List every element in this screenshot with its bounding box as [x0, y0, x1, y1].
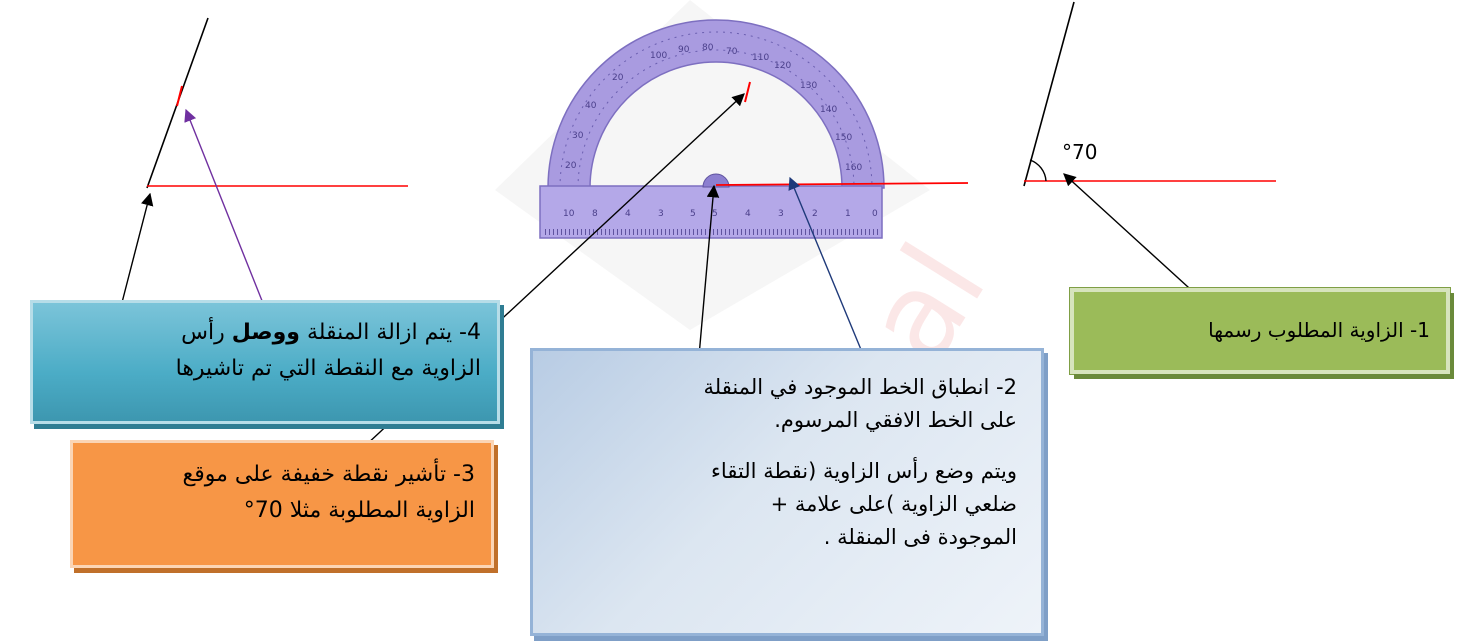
step2-line4: ضلعي الزاوية )على علامة +: [770, 492, 1017, 516]
mark-middle: [744, 81, 751, 103]
svg-text:0: 0: [872, 209, 878, 219]
svg-text:2: 2: [812, 209, 818, 219]
angle-label: °70: [1062, 140, 1098, 164]
svg-text:70: 70: [726, 47, 738, 57]
svg-text:1: 1: [845, 209, 851, 219]
svg-text:8: 8: [592, 209, 598, 219]
step1-box: 1- الزاوية المطلوب رسمها: [1070, 288, 1450, 374]
step1-text: 1- الزاوية المطلوب رسمها: [1208, 318, 1430, 342]
svg-text:4: 4: [745, 209, 751, 219]
step4-line1-c: رأس: [181, 320, 232, 345]
step2-spacer: [551, 437, 1017, 455]
protractor-checker-background: [495, 0, 930, 330]
svg-text:80: 80: [702, 43, 714, 53]
arrow-step2-baseline: [788, 176, 863, 353]
arrow-step4-vertex: [117, 192, 154, 319]
step4-line1-a: 4- يتم ازالة المنقلة: [299, 320, 481, 345]
svg-text:20: 20: [612, 73, 624, 83]
angle-arc: [1029, 159, 1047, 182]
svg-text:90: 90: [678, 45, 690, 55]
svg-text:5: 5: [712, 209, 718, 219]
step2-box: 2- انطباق الخط الموجود في المنقلة على ال…: [530, 348, 1044, 636]
svg-text:10: 10: [563, 209, 575, 219]
step4-line2: الزاوية مع النقطة التي تم تاشيرها: [175, 356, 481, 381]
svg-text:130: 130: [800, 81, 817, 91]
step4-line1-bold: ووصل: [231, 320, 300, 345]
svg-text:150: 150: [835, 133, 852, 143]
baseline-middle: [715, 182, 969, 186]
svg-text:100: 100: [650, 51, 667, 61]
step4-line1: 4- يتم ازالة المنقلة ووصل رأس: [41, 315, 481, 351]
angle-ray-right: [1023, 1, 1075, 187]
step2-line3: ويتم وضع رأس الزاوية (نقطة التقاء: [711, 459, 1017, 483]
svg-text:120: 120: [774, 61, 791, 71]
mark-left: [176, 85, 183, 107]
step3-line1: 3- تأشير نقطة خفيفة على موقع: [182, 462, 475, 487]
step2-line2: على الخط الافقي المرسوم.: [774, 408, 1017, 432]
svg-text:140: 140: [820, 105, 837, 115]
svg-text:5: 5: [690, 209, 696, 219]
svg-text:30: 30: [572, 131, 584, 141]
step2-line1: 2- انطباق الخط الموجود في المنقلة: [703, 375, 1017, 399]
step3-box: 3- تأشير نقطة خفيفة على موقع الزاوية الم…: [70, 440, 494, 568]
svg-text:40: 40: [585, 101, 597, 111]
svg-text:160: 160: [845, 163, 862, 173]
svg-text:110: 110: [752, 53, 769, 63]
svg-text:3: 3: [778, 209, 784, 219]
step3-line2: الزاوية المطلوبة مثلا 70°: [243, 498, 475, 523]
svg-text:4: 4: [625, 209, 631, 219]
step2-line5: الموجودة فى المنقلة .: [823, 525, 1017, 549]
svg-text:3: 3: [658, 209, 664, 219]
svg-text:20: 20: [565, 161, 577, 171]
step4-box: 4- يتم ازالة المنقلة ووصل رأس الزاوية مع…: [30, 300, 500, 424]
